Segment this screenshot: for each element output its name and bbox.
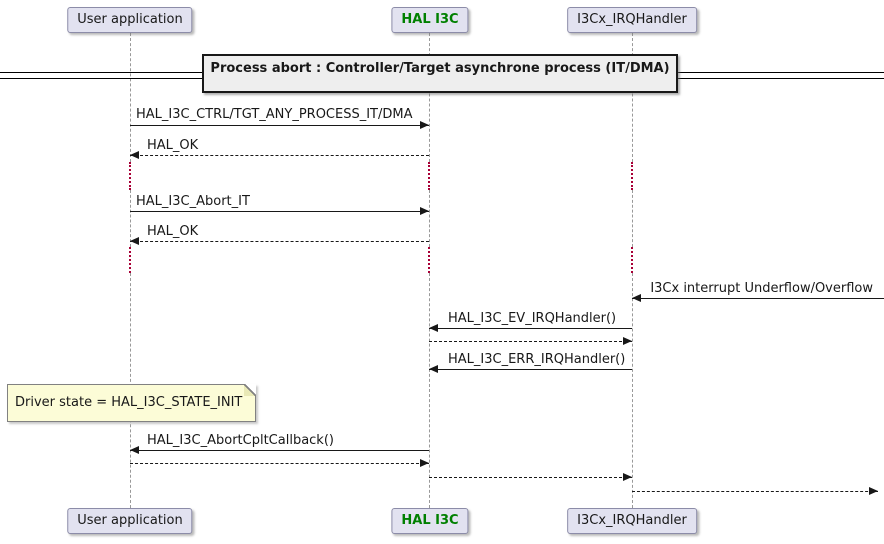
- arrowhead-right-icon: [623, 337, 632, 345]
- delay-dots-hal-i3c-1: [428, 162, 430, 190]
- message-label: HAL_I3C_Abort_IT: [136, 194, 250, 209]
- message-label: HAL_I3C_EV_IRQHandler(): [448, 311, 617, 326]
- arrowhead-left-icon: [130, 446, 139, 454]
- message-label: HAL_I3C_ERR_IRQHandler(): [448, 352, 626, 367]
- lifeline-hal-i3c: [429, 273, 430, 508]
- participant-label: HAL I3C: [401, 513, 459, 528]
- delay-dots-user-application-1: [129, 162, 131, 190]
- delay-dots-hal-i3c-2: [428, 247, 430, 273]
- message-label: I3Cx interrupt Underflow/Overflow: [650, 281, 873, 296]
- arrowhead-left-icon: [130, 151, 139, 159]
- participant-bottom-user-application: User application: [67, 508, 193, 534]
- arrowhead-left-icon: [130, 237, 139, 245]
- message-line: [429, 341, 632, 342]
- participant-label: User application: [77, 12, 183, 27]
- message-label: HAL_OK: [147, 138, 199, 153]
- message-line: [429, 369, 632, 370]
- arrowhead-left-icon: [429, 324, 438, 332]
- diagram-title: Process abort : Controller/Target asynch…: [202, 54, 678, 93]
- arrowhead-right-icon: [420, 121, 429, 129]
- arrowhead-right-icon: [420, 207, 429, 215]
- participant-top-user-application: User application: [67, 7, 193, 33]
- note-fold-corner-icon: [244, 384, 256, 396]
- arrowhead-right-icon: [420, 459, 429, 467]
- participant-label: I3Cx_IRQHandler: [577, 513, 687, 528]
- participant-top-i3cx-irqhandler: I3Cx_IRQHandler: [567, 7, 697, 33]
- message-line: [130, 125, 429, 126]
- delay-dots-i3cx-irqhandler-2: [631, 247, 633, 273]
- note-text: Driver state = HAL_I3C_STATE_INIT: [15, 395, 243, 410]
- lifeline-i3cx-irqhandler: [632, 273, 633, 508]
- message-label: HAL_OK: [147, 224, 199, 239]
- lifeline-hal-i3c: [429, 33, 430, 162]
- message-line: [632, 491, 878, 492]
- note-driver-state: Driver state = HAL_I3C_STATE_INIT: [7, 384, 256, 422]
- delay-dots-i3cx-irqhandler-1: [631, 162, 633, 190]
- participant-label: HAL I3C: [401, 12, 459, 27]
- message-line: [429, 328, 632, 329]
- message-label: HAL_I3C_AbortCpltCallback(): [147, 433, 334, 448]
- message-line: [130, 155, 429, 156]
- lifeline-i3cx-irqhandler: [632, 190, 633, 247]
- arrowhead-left-icon: [429, 365, 438, 373]
- arrowhead-left-icon: [632, 294, 641, 302]
- message-line: [130, 450, 429, 451]
- lifeline-i3cx-irqhandler: [632, 33, 633, 162]
- message-line: [429, 477, 632, 478]
- participant-bottom-hal-i3c: HAL I3C: [391, 508, 469, 534]
- lifeline-user-application: [130, 33, 131, 162]
- arrowhead-right-icon: [623, 473, 632, 481]
- participant-bottom-i3cx-irqhandler: I3Cx_IRQHandler: [567, 508, 697, 534]
- message-line: [130, 463, 429, 464]
- lifeline-hal-i3c: [429, 190, 430, 247]
- participant-label: User application: [77, 513, 183, 528]
- participant-top-hal-i3c: HAL I3C: [391, 7, 469, 33]
- lifeline-user-application: [130, 190, 131, 247]
- delay-dots-user-application-2: [129, 247, 131, 273]
- message-line: [130, 241, 429, 242]
- message-label: HAL_I3C_CTRL/TGT_ANY_PROCESS_IT/DMA: [136, 107, 413, 122]
- message-line: [130, 211, 429, 212]
- message-line: [632, 298, 884, 299]
- arrowhead-right-icon: [869, 487, 878, 495]
- participant-label: I3Cx_IRQHandler: [577, 12, 687, 27]
